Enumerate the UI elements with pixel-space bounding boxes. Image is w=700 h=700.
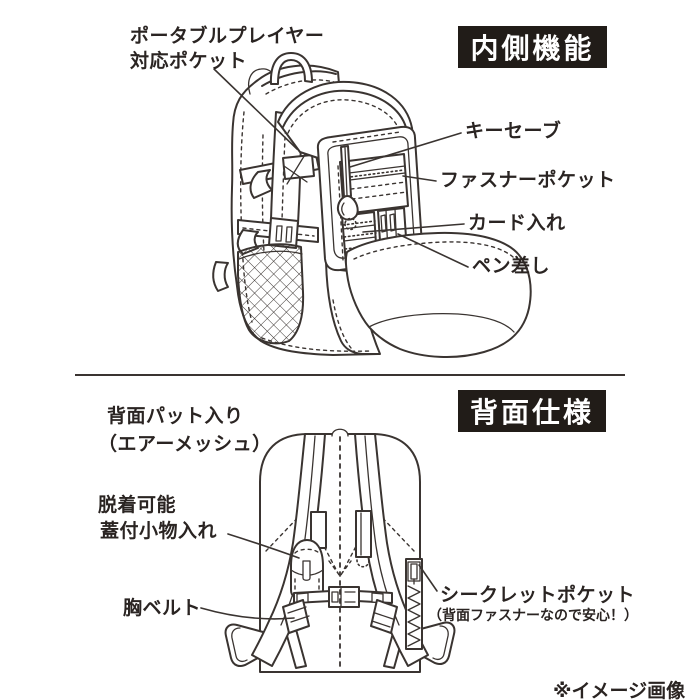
section-divider (75, 374, 625, 376)
label-back-pad-line2: （エアーメッシュ） (98, 434, 272, 455)
backpack-front-illustration (212, 52, 532, 358)
leader-lines (200, 68, 469, 620)
label-portable-player-pocket-line1: ポータブルプレイヤー (130, 26, 325, 47)
section-title-inner-text: 内側機能 (470, 33, 595, 64)
label-key-save: キーセーブ (465, 121, 562, 142)
section-title-back-text: 背面仕様 (469, 397, 594, 428)
label-detachable-pouch-line2: 蓋付小物入れ (100, 521, 218, 542)
label-secret-pocket: シークレットポケット (440, 585, 636, 606)
label-card-holder: カード入れ (468, 213, 566, 234)
label-detachable-pouch-line1: 脱着可能 (98, 495, 177, 516)
backpack-back-illustration (224, 428, 456, 673)
label-portable-player-pocket-line2: 対応ポケット (130, 51, 248, 72)
label-fastener-pocket: ファスナーポケット (440, 170, 616, 191)
section-title-back: 背面仕様 (458, 390, 606, 432)
image-note: ※イメージ画像 (553, 681, 686, 700)
label-secret-pocket-note: （背面ファスナーなので安心！） (428, 607, 638, 623)
label-back-pad-line1: 背面パット入り (107, 406, 244, 427)
label-pen-holder: ペン差し (472, 256, 551, 277)
section-title-inner: 内側機能 (458, 26, 607, 68)
label-chest-belt: 胸ベルト (123, 598, 202, 619)
